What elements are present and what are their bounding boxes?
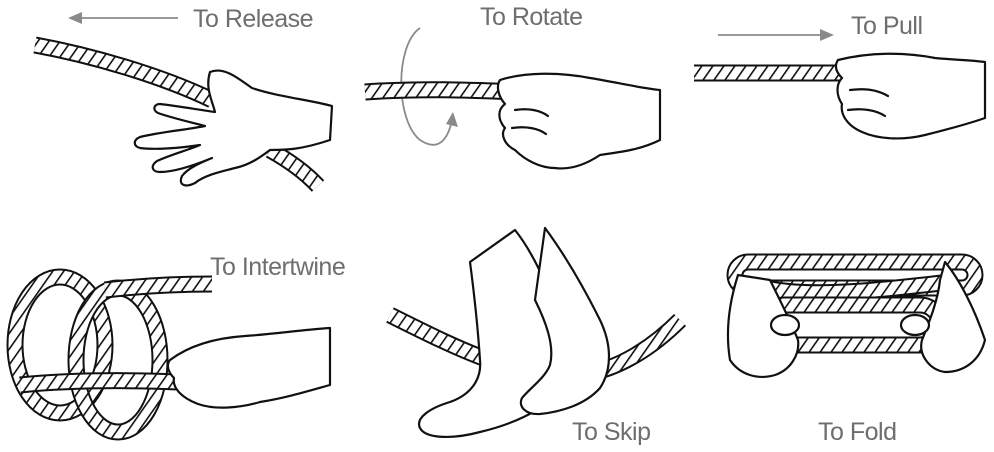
skip-illustration bbox=[390, 228, 680, 437]
arrow-right-icon bbox=[718, 29, 834, 41]
pull-illustration bbox=[694, 29, 985, 138]
intertwine-illustration bbox=[15, 277, 330, 432]
arrow-left-icon bbox=[68, 12, 178, 24]
release-illustration bbox=[35, 12, 332, 186]
release-label: To Release bbox=[193, 5, 313, 34]
pull-label: To Pull bbox=[851, 12, 923, 41]
intertwine-label: To Intertwine bbox=[210, 253, 345, 282]
rotate-illustration bbox=[365, 28, 660, 168]
skip-label: To Skip bbox=[572, 418, 650, 447]
fold-illustration bbox=[728, 262, 985, 377]
rotate-label: To Rotate bbox=[480, 3, 583, 32]
fold-label: To Fold bbox=[818, 418, 896, 447]
